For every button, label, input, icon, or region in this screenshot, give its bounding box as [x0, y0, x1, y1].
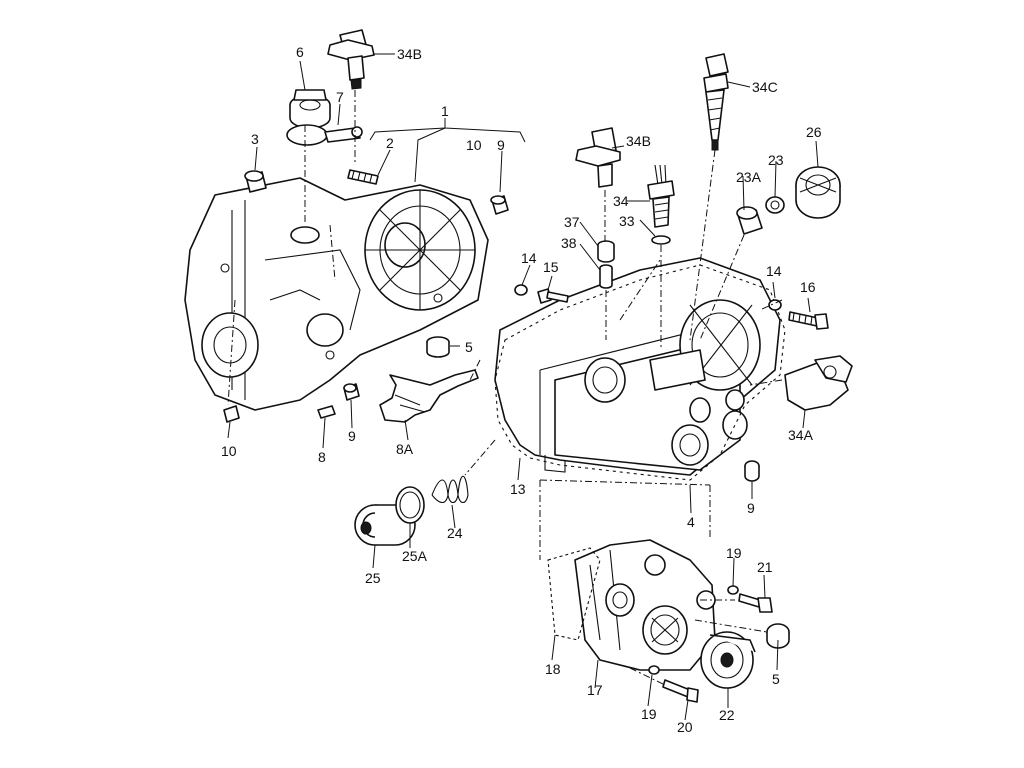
plug-part-3 — [244, 170, 267, 193]
switch-part-34a — [784, 355, 853, 411]
speedometer-sender-part-34c — [703, 53, 729, 151]
cover-part-25 — [354, 504, 416, 546]
label-8: 8 — [318, 449, 326, 465]
housing-cover-part-17 — [574, 539, 716, 671]
clutch-housing-part — [184, 177, 489, 411]
assembly-lines — [227, 90, 783, 686]
spring-part-24 — [431, 475, 469, 504]
seal-part-23 — [765, 196, 785, 214]
sleeve-part-9-right — [744, 460, 760, 482]
seal-ring-part-33 — [651, 235, 671, 245]
label-3: 3 — [251, 131, 259, 147]
bolt-part-21 — [738, 593, 773, 613]
label-14-left: 14 — [521, 250, 537, 266]
label-19-top: 19 — [726, 545, 742, 561]
washer-part-19-bottom — [648, 665, 660, 675]
gasket-part-7 — [286, 124, 363, 146]
guide-sleeve-part-6 — [289, 89, 331, 129]
cover-gasket-part-18 — [547, 547, 601, 641]
label-5-left: 5 — [465, 339, 473, 355]
label-10-top: 10 — [466, 137, 482, 153]
cap-part-5-left — [426, 336, 450, 358]
label-18: 18 — [545, 661, 561, 677]
label-24: 24 — [447, 525, 463, 541]
label-33: 33 — [619, 213, 635, 229]
label-26: 26 — [806, 124, 822, 140]
label-13: 13 — [510, 481, 526, 497]
label-9-left: 9 — [348, 428, 356, 444]
washer-part-14-right — [768, 299, 782, 311]
sleeve-part-9-left — [343, 383, 360, 401]
label-22: 22 — [719, 707, 735, 723]
label-25: 25 — [365, 570, 381, 586]
label-34b-left: 34B — [397, 46, 422, 62]
label-20: 20 — [677, 719, 693, 735]
label-16: 16 — [800, 279, 816, 295]
bolt-part-16 — [788, 311, 829, 330]
label-25a: 25A — [402, 548, 428, 564]
flange-part-22 — [700, 631, 756, 689]
label-15: 15 — [543, 259, 559, 275]
washer-part-14-left — [514, 284, 528, 296]
label-37: 37 — [564, 214, 580, 230]
synchro-part-26 — [795, 166, 841, 219]
bolt-part-20 — [662, 679, 699, 703]
label-10-bottom: 10 — [221, 443, 237, 459]
label-23a: 23A — [736, 169, 762, 185]
label-8a: 8A — [396, 441, 414, 457]
label-34a: 34A — [788, 427, 814, 443]
pin-part-38 — [599, 264, 613, 289]
label-34b-right: 34B — [626, 133, 651, 149]
label-6: 6 — [296, 44, 304, 60]
label-21: 21 — [757, 559, 773, 575]
label-34: 34 — [613, 193, 629, 209]
stud-part-2 — [347, 169, 379, 185]
label-38: 38 — [561, 235, 577, 251]
label-1: 1 — [441, 103, 449, 119]
seal-part-25a — [395, 486, 425, 524]
label-9-right: 9 — [747, 500, 755, 516]
bracket-part-8a — [379, 369, 479, 423]
bush-part-23a — [736, 206, 763, 235]
label-34c: 34C — [752, 79, 778, 95]
label-14-right: 14 — [766, 263, 782, 279]
label-7: 7 — [336, 89, 344, 105]
label-4: 4 — [687, 514, 695, 530]
speed-sensor-part-34b-right — [575, 127, 621, 188]
leader-lines — [227, 53, 819, 721]
sender-part-34 — [647, 164, 675, 228]
speed-sensor-part-34b-left — [327, 29, 375, 90]
gearbox-housing-part — [494, 257, 781, 476]
part-labels: 1 2 3 4 5 5 6 7 8 8A 9 9 9 10 10 13 14 1… — [221, 44, 822, 735]
washer-part-19-top — [727, 585, 739, 595]
sleeve-part-10-bottom — [223, 405, 240, 423]
label-23: 23 — [768, 152, 784, 168]
label-19-bottom: 19 — [641, 706, 657, 722]
label-5-right: 5 — [772, 671, 780, 687]
pin-part-37 — [597, 240, 615, 263]
label-9-top: 9 — [497, 137, 505, 153]
label-2: 2 — [386, 135, 394, 151]
bolt-part-15 — [537, 288, 569, 304]
sleeve-part-9-top — [490, 195, 509, 215]
label-17: 17 — [587, 682, 603, 698]
magnet-part-8 — [317, 405, 336, 419]
